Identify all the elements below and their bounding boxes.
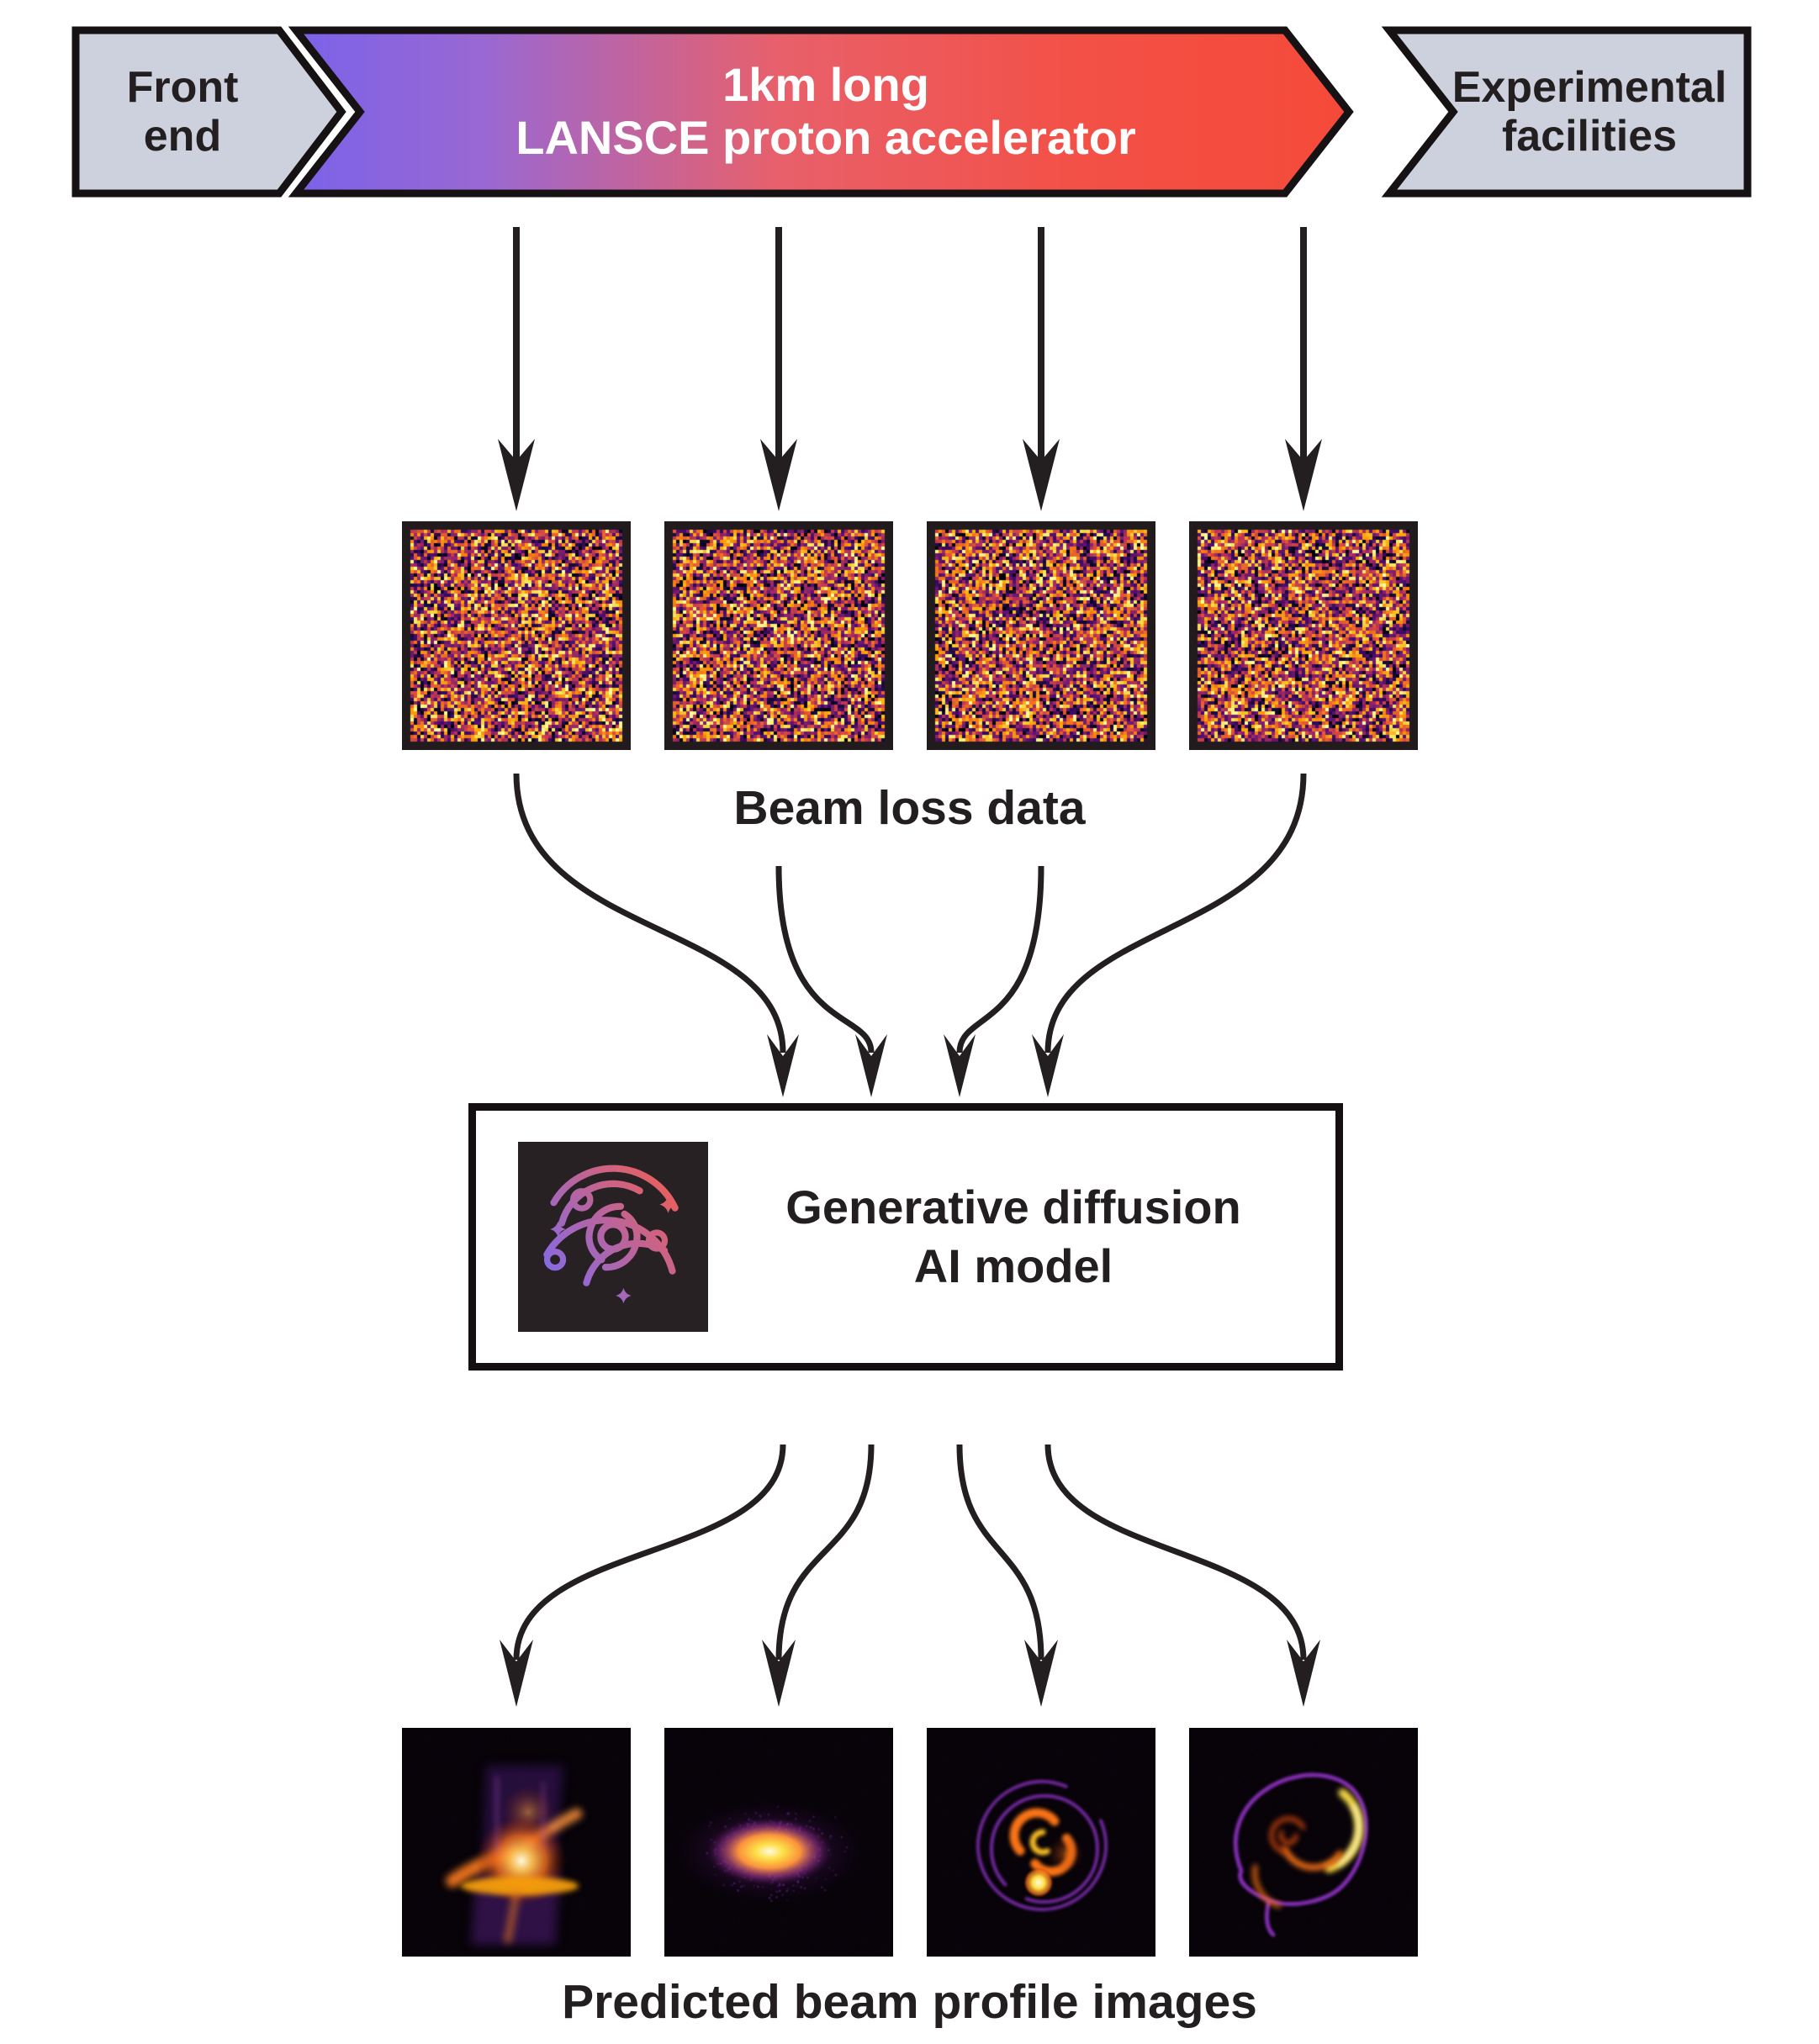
- predicted-profile-image-4: [1189, 1728, 1418, 1957]
- beam-loss-image-4: [1189, 521, 1418, 750]
- galaxy-spiral-icon: [518, 1142, 708, 1332]
- generative-ai-model-box: Generative diffusion AI model: [468, 1103, 1343, 1371]
- beam-loss-image-1: [402, 521, 631, 750]
- front-end-chevron: [71, 26, 346, 198]
- predicted-profile-image-3: [927, 1728, 1155, 1957]
- pipeline-banner: [71, 26, 1752, 198]
- generative-ai-model-label: Generative diffusion AI model: [785, 1180, 1241, 1292]
- beam-loss-image-2: [664, 521, 893, 750]
- predicted-beam-profile-label: Predicted beam profile images: [562, 1975, 1257, 2029]
- predicted-profile-image-2: [664, 1728, 893, 1957]
- beam-loss-data-label: Beam loss data: [733, 781, 1086, 835]
- accelerator-arrow: [288, 26, 1354, 198]
- experimental-facilities-label: Experimental facilities: [1451, 62, 1727, 161]
- accelerator-label: 1km long LANSCE proton accelerator: [516, 58, 1136, 164]
- beam-loss-image-3: [927, 521, 1155, 750]
- experimental-facilities-chevron: [1381, 26, 1752, 198]
- predicted-profile-image-1: [402, 1728, 631, 1957]
- front-end-label: Front end: [126, 62, 239, 161]
